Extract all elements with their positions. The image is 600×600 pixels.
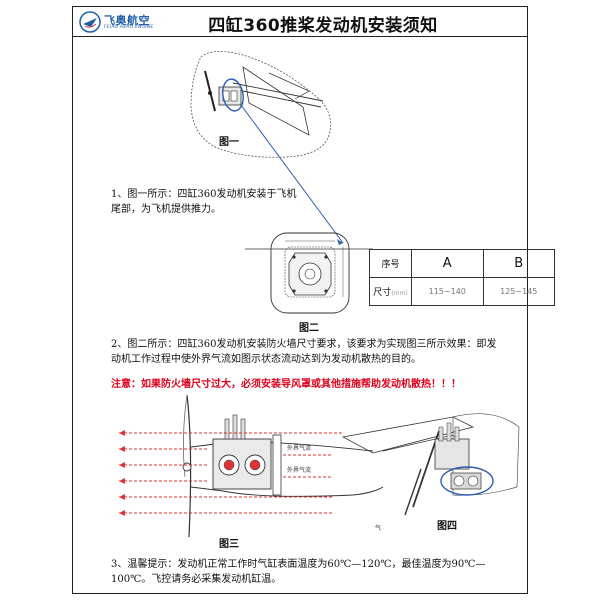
document-header: 飞奥航空 FEIAO AERO ENGINE 四缸360推桨发动机安装须知: [73, 7, 527, 37]
technical-drawings: [119, 51, 520, 538]
table-header-row: 序号 A B: [369, 249, 555, 278]
airflow-label-upper: 外界气流: [287, 445, 312, 452]
figure-1-drawing: [190, 51, 332, 158]
brand-name: 飞奥航空: [104, 14, 150, 27]
figure-4-drawing: [404, 413, 520, 516]
brand-name-en: FEIAO AERO ENGINE: [104, 25, 154, 30]
table-header-cell: 序号: [369, 249, 412, 278]
row-label-text: 尺寸: [373, 288, 392, 298]
figure-4-caption: 图四: [437, 521, 457, 532]
leader-line: [240, 104, 344, 244]
table-row-label: 尺寸(mm): [369, 277, 412, 306]
paragraph-1: 1、图一所示：四缸360发动机安装于飞机尾部，为飞机提供推力。: [111, 189, 297, 215]
row-label-unit: (mm): [391, 290, 408, 297]
page-title: 四缸360推桨发动机安装须知: [208, 16, 438, 36]
brand-logo: 飞奥航空 FEIAO AERO ENGINE: [79, 10, 169, 34]
table-header-cell: B: [482, 249, 555, 278]
paragraph-3: 3、温馨提示：发动机正常工作时气缸表面温度为60℃—120℃，最佳温度为90℃—…: [111, 559, 486, 585]
figure-4-label: 气: [375, 525, 382, 532]
figure-3-caption: 图三: [219, 539, 239, 550]
document-page: 飞奥航空 FEIAO AERO ENGINE 四缸360推桨发动机安装须知: [72, 6, 555, 594]
warning-note: 注意：如果防火墙尺寸过大，必须安装导风罩或其他措施帮助发动机散热！！！: [111, 379, 461, 390]
table-cell-b: 125~145: [482, 277, 555, 306]
airflow-label-lower: 外界气流: [287, 467, 312, 474]
figure-2-caption: 图二: [299, 323, 319, 334]
table-cell-a: 115~140: [411, 277, 484, 306]
figure-3-drawing: [119, 394, 475, 538]
table-header-cell: A: [411, 249, 484, 278]
table-row: 尺寸(mm) 115~140 125~145: [369, 277, 555, 306]
figure-1-caption: 图一: [219, 137, 239, 148]
figure-2-drawing: [245, 232, 373, 314]
dimension-table: 序号 A B 尺寸(mm) 115~140 125~145: [369, 249, 555, 306]
paragraph-2: 2、图二所示：四缸360发动机安装防火墙尺寸要求，该要求为实现图三所示效果：即发…: [111, 339, 497, 365]
brand-logo-icon: [79, 11, 101, 33]
